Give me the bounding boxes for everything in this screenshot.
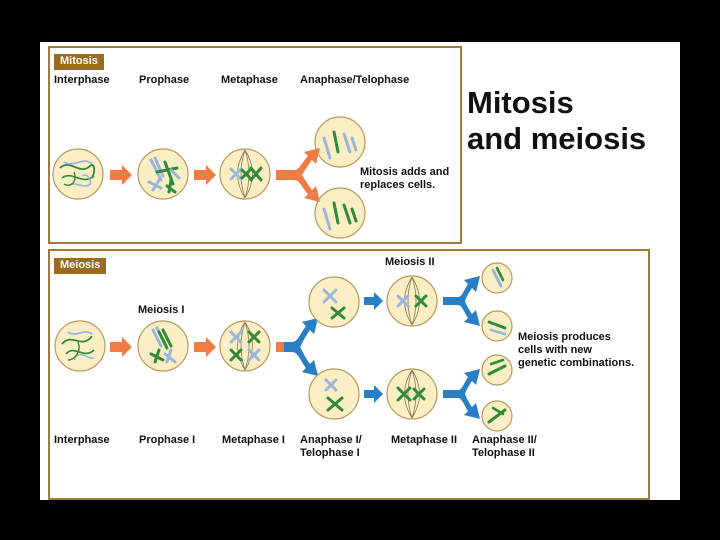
meiosis-cell-prophase-i [137,320,189,372]
mitosis-arrow-2 [194,165,216,185]
gamete-cell-3 [481,354,513,386]
mitosis-split-arrow [276,148,320,202]
mitosis-arrow-1 [110,165,132,185]
mitosis-stage-anaphase-telophase: Anaphase/Telophase [300,74,410,86]
mitosis-panel [48,46,462,244]
gamete-cell-2 [481,310,513,342]
meiosis-cell-metaphase-ii-top [386,275,438,327]
mitosis-cell-interphase [52,148,104,200]
mitosis-daughter-cell-bottom [314,187,366,239]
label-meiosis-ii: Meiosis II [385,256,435,268]
gamete-cell-1 [481,262,513,294]
meiosis-ii-split-arrow-top [443,276,480,326]
meiosis-cell-interphase [54,320,106,372]
mitosis-daughter-cell-top [314,116,366,168]
meiosis-cell-telophase-i-top [308,276,360,328]
label-meiosis-i: Meiosis I [138,304,185,316]
mitosis-cell-prophase [137,148,189,200]
meiosis-stage-interphase: Interphase [54,434,110,446]
meiosis-cell-metaphase-i [219,320,271,372]
meiosis-ii-split-arrow-bottom [443,369,480,419]
meiosis-i-split-arrow-blue [284,318,318,376]
slide-title-line1: Mitosis [467,85,574,120]
diagram-graphics [52,116,513,432]
mitosis-stage-prophase: Prophase [139,74,190,86]
meiosis-note: Meiosis produces cells with new genetic … [518,331,635,369]
slide-title-line2: and meiosis [467,121,647,156]
meiosis-stage-metaphase-ii: Metaphase II [391,434,458,446]
meiosis-stage-anaphase-i-telophase-i: Anaphase I/ Telophase I [300,434,362,459]
gamete-cell-4 [481,400,513,432]
meiosis-tag: Meiosis [54,258,107,274]
meiosis-arrow-bottom-to-metaphase-ii [364,385,383,403]
meiosis-arrow-top-to-metaphase-ii [364,292,383,310]
slide: Mitosis Interphase Prophase Metaphase An… [40,42,680,500]
mitosis-stage-metaphase: Metaphase [221,74,278,86]
meiosis-cell-metaphase-ii-bottom [386,368,438,420]
meiosis-stage-prophase-i: Prophase I [139,434,196,446]
mitosis-stage-interphase: Interphase [54,74,110,86]
meiosis-arrow-2 [194,337,216,357]
mitosis-note: Mitosis adds and replaces cells. [360,166,450,191]
mitosis-cell-metaphase [219,148,271,200]
mitosis-tag: Mitosis [54,54,104,70]
meiosis-stage-anaphase-ii-telophase-ii: Anaphase II/ Telophase II [472,434,537,459]
meiosis-cell-telophase-i-bottom [308,368,360,420]
meiosis-stage-metaphase-i: Metaphase I [222,434,285,446]
meiosis-arrow-1 [110,337,132,357]
